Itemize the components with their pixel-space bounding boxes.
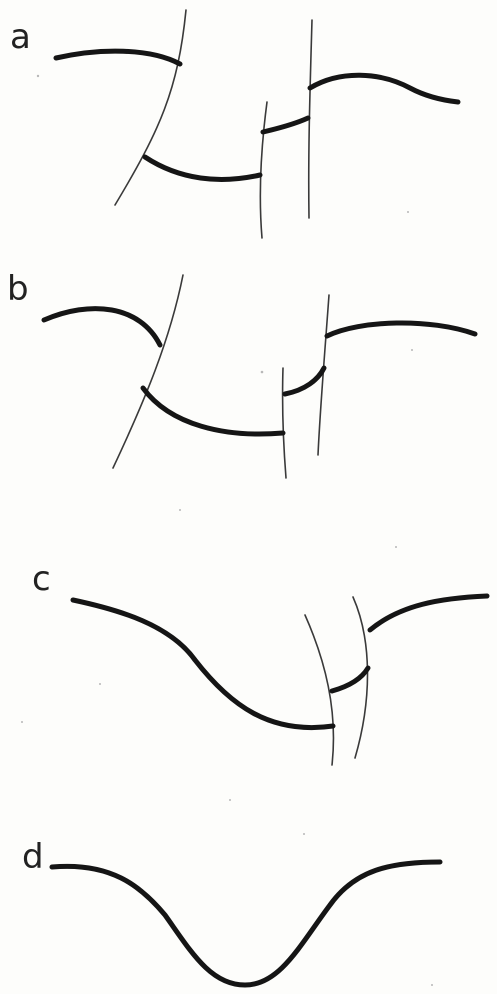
- panel-b-bed-segment-4: [324, 320, 478, 339]
- panel-c-bed-segment-1: [70, 597, 336, 731]
- panel-c-label: c: [32, 559, 51, 599]
- panel-b-bed-segment-1: [41, 306, 163, 348]
- panel-c-bed-segment-2: [329, 665, 371, 694]
- background-specks: [21, 74, 433, 986]
- panel-b-fault-right: [317, 294, 330, 456]
- panel-d: d: [22, 837, 443, 988]
- panel-d-label: d: [22, 837, 44, 877]
- panel-a-fault-left: [114, 9, 187, 206]
- panel-a-label: a: [10, 17, 31, 57]
- panel-b-label: b: [7, 269, 29, 309]
- panel-b-bed-segment-3: [282, 365, 327, 397]
- panel-c-fault-left: [304, 614, 335, 766]
- panel-c-bed-segment-3: [367, 593, 490, 633]
- panel-a-bed-segment-4: [307, 72, 461, 105]
- panel-a-fault-middle: [259, 101, 268, 239]
- panel-c: c: [32, 559, 490, 766]
- panel-a: a: [10, 9, 461, 239]
- panel-b-fault-middle: [281, 367, 287, 479]
- panel-a-bed-segment-1: [53, 48, 183, 67]
- panel-a-bed-segment-3: [260, 115, 311, 135]
- panel-d-bed-continuous: [49, 859, 443, 988]
- panel-a-bed-segment-2: [142, 154, 263, 182]
- panel-b-bed-segment-2: [140, 385, 286, 437]
- panel-b-fault-left: [112, 274, 184, 469]
- panel-b: b: [7, 269, 478, 479]
